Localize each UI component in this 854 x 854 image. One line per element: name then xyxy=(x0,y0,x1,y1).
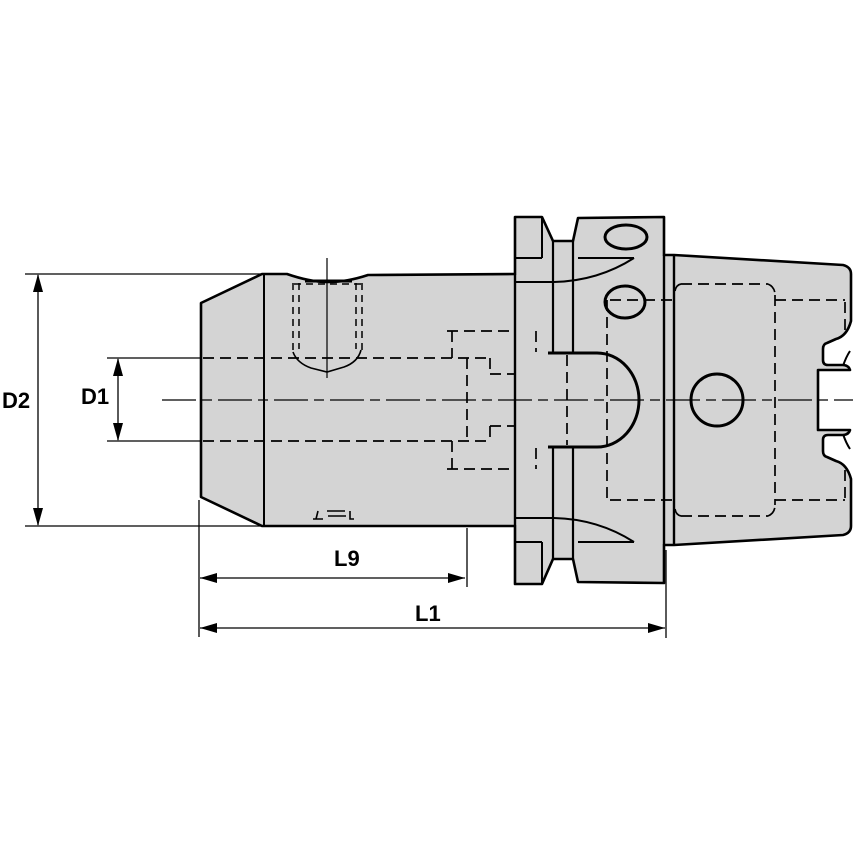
dimension-d2: D2 xyxy=(2,273,262,527)
drive-slot-inner-edge-top xyxy=(842,350,851,367)
l1-arrow-right xyxy=(648,623,665,633)
l9-label: L9 xyxy=(334,546,360,571)
drive-slot-inner-edge-bottom xyxy=(842,433,851,450)
l1-label: L1 xyxy=(415,601,441,626)
dimension-d1: D1 xyxy=(81,357,202,442)
groove-wall-lines-top xyxy=(551,241,575,352)
d2-extension-lines xyxy=(25,273,262,527)
d2-label: D2 xyxy=(2,388,30,413)
d2-arrow-up xyxy=(33,274,43,292)
bore-back-steps xyxy=(489,358,515,441)
d2-arrow-down xyxy=(33,508,43,526)
face-mark xyxy=(313,510,354,520)
l9-arrow-right xyxy=(448,573,465,583)
flange-undercut-curve-bottom xyxy=(553,517,635,543)
taper-bore-top xyxy=(674,283,776,296)
taper-bore-bottom xyxy=(674,504,776,517)
groove-wall-lines-bottom xyxy=(551,448,575,559)
balance-hole-lower xyxy=(603,284,647,320)
dimension-l9: L9 xyxy=(198,500,468,637)
d1-arrow-up xyxy=(113,358,123,376)
flange-undercut-curve-top xyxy=(553,257,635,283)
centerlines xyxy=(162,258,853,401)
balance-hole-upper xyxy=(603,223,649,251)
d1-label: D1 xyxy=(81,384,109,409)
d1-arrow-down xyxy=(113,423,123,441)
dimension-l1: L1 xyxy=(200,550,667,638)
d1-extension-lines xyxy=(107,357,202,442)
l1-arrow-left xyxy=(200,623,217,633)
l9-arrow-left xyxy=(200,573,217,583)
face-mark-strokes xyxy=(313,510,354,520)
